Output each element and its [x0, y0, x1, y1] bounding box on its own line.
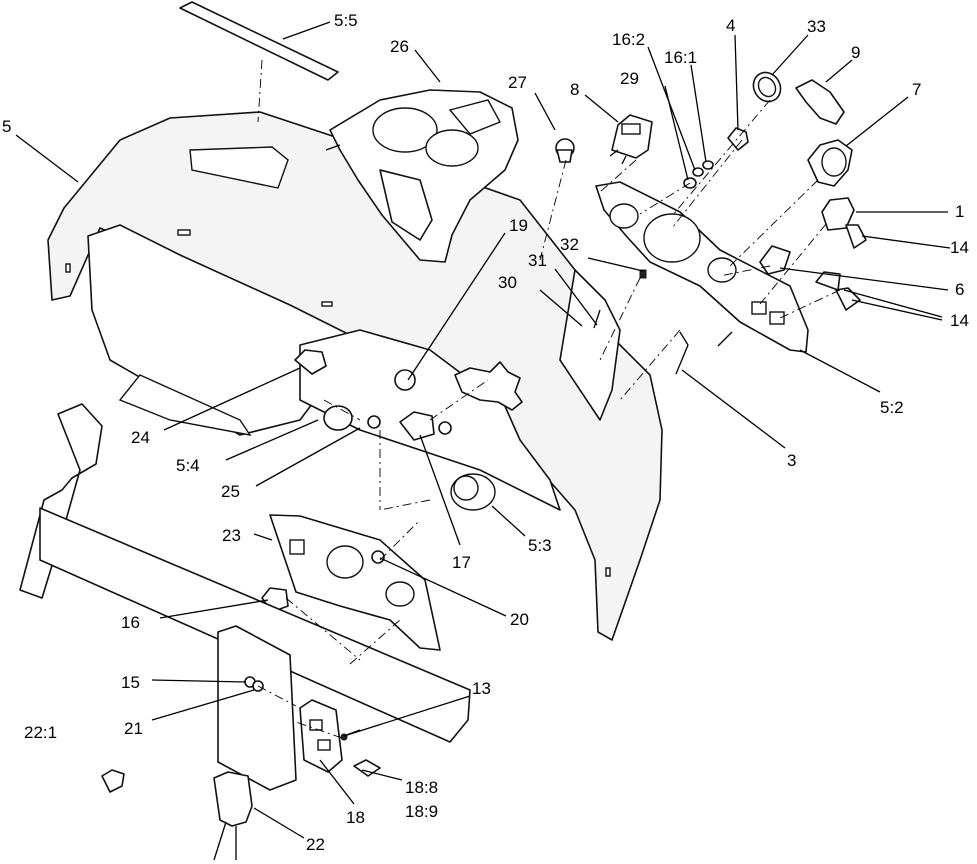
connector-22-1	[101, 769, 125, 793]
callout-18-9: 18:9	[405, 802, 438, 821]
callout-4: 4	[726, 16, 735, 35]
callout-14-lower: 14	[950, 311, 969, 330]
rocker-switch-8	[609, 114, 653, 165]
callout-23: 23	[222, 526, 241, 545]
callout-5: 5	[2, 117, 11, 136]
callout-16-1: 16:1	[664, 48, 697, 67]
steering-bracket	[19, 403, 471, 743]
callout-16: 16	[121, 613, 140, 632]
callout-5-2: 5:2	[880, 398, 904, 417]
fuse-block	[299, 699, 381, 777]
callout-5-5: 5:5	[334, 11, 358, 30]
knob-27	[555, 138, 575, 163]
callout-5-4: 5:4	[176, 456, 200, 475]
key-switch-4	[727, 127, 749, 151]
callout-29: 29	[620, 69, 639, 88]
ring-33	[752, 71, 782, 103]
callout-21: 21	[124, 719, 143, 738]
callout-18-8: 18:8	[405, 778, 438, 797]
callout-9: 9	[851, 43, 860, 62]
callout-14-upper: 14	[950, 238, 969, 257]
mounting-plate	[269, 514, 441, 651]
callout-19: 19	[509, 216, 528, 235]
callout-8: 8	[570, 80, 579, 99]
callout-3: 3	[787, 451, 796, 470]
callout-labels: 5:5 26 27 8 16:2 29 16:1 4 33 9 7 5 1 14…	[2, 11, 969, 854]
callout-24: 24	[131, 428, 150, 447]
callout-17: 17	[452, 553, 471, 572]
callout-33: 33	[807, 17, 826, 36]
callout-15: 15	[121, 673, 140, 692]
callout-32: 32	[560, 235, 579, 254]
gauge-7	[807, 139, 853, 187]
trim-strip	[179, 1, 339, 81]
lower-bracket	[217, 625, 297, 791]
callout-25: 25	[221, 482, 240, 501]
callout-26: 26	[390, 37, 409, 56]
rocker-switches	[815, 197, 867, 311]
callout-leaders	[15, 21, 951, 839]
callout-6: 6	[955, 280, 964, 299]
wire-harness	[213, 771, 253, 861]
callout-22-1: 22:1	[24, 723, 57, 742]
callout-31: 31	[528, 251, 547, 270]
callout-22: 22	[306, 835, 325, 854]
bezel-9	[795, 79, 845, 125]
alignment-lines	[257, 59, 841, 739]
callout-13: 13	[472, 679, 491, 698]
callout-27: 27	[508, 73, 527, 92]
small-hardware	[593, 269, 733, 375]
callout-20: 20	[510, 610, 529, 629]
cup-holder	[325, 89, 519, 263]
callout-30: 30	[498, 273, 517, 292]
callout-5-3: 5:3	[528, 536, 552, 555]
callout-7: 7	[912, 80, 921, 99]
callout-16-2: 16:2	[612, 30, 645, 49]
lamp-sockets	[294, 349, 452, 441]
callout-1: 1	[955, 202, 964, 221]
callout-18: 18	[346, 808, 365, 827]
connector-6	[759, 245, 791, 275]
instrument-panel	[595, 181, 809, 353]
